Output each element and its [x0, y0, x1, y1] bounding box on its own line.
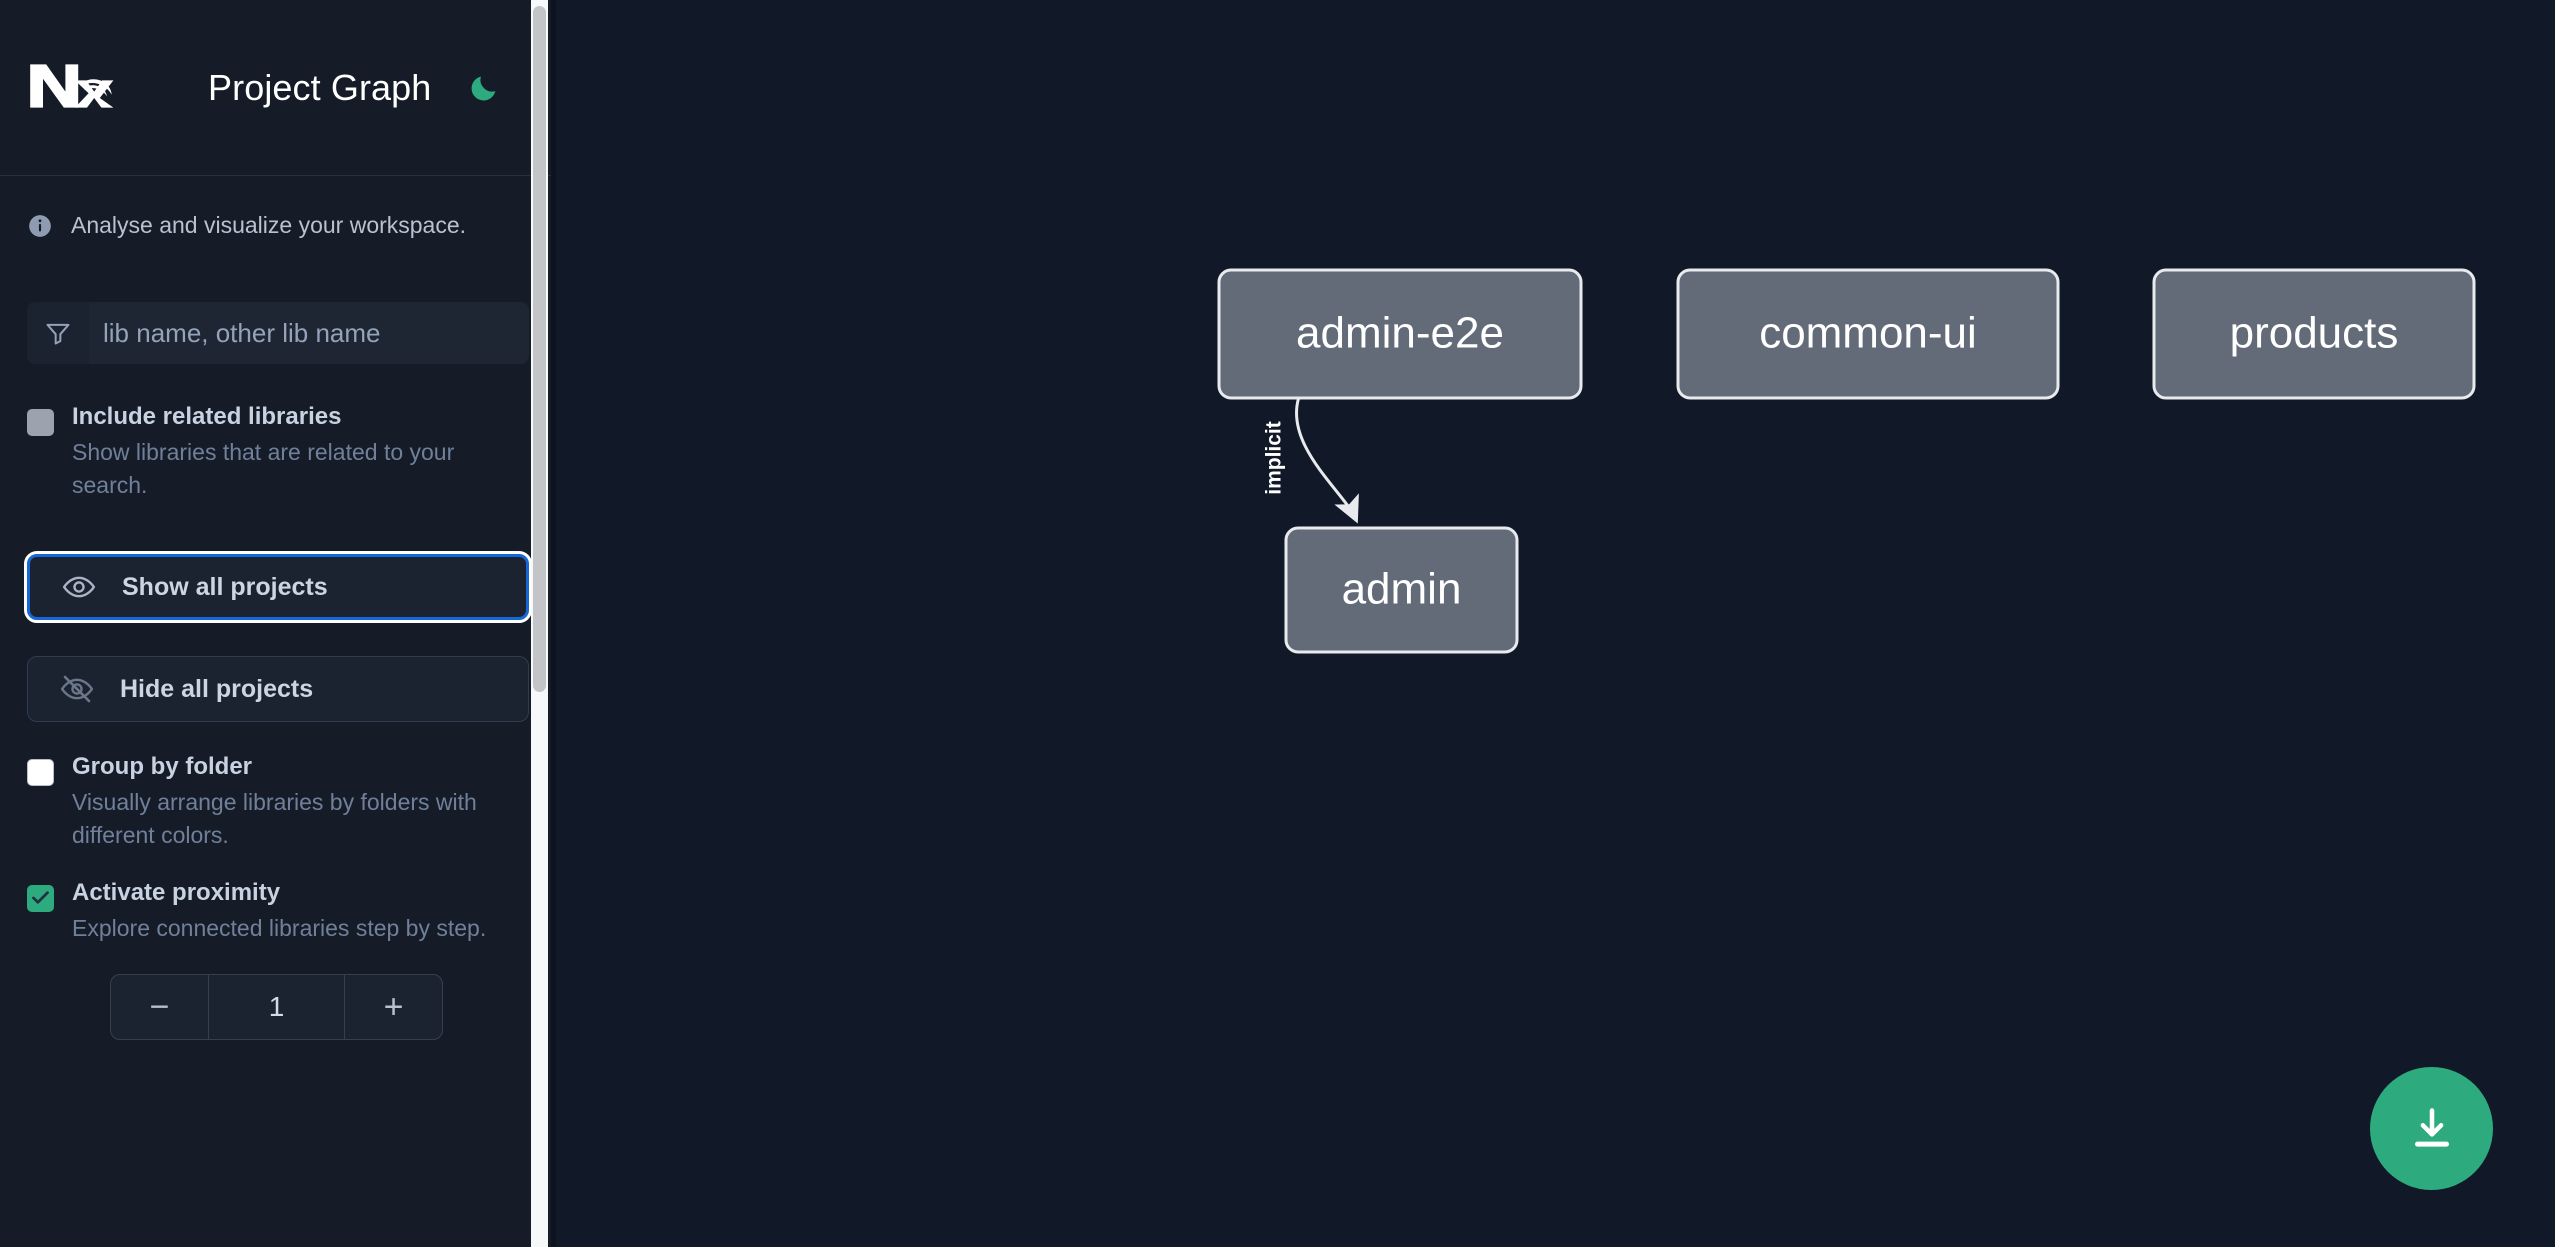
tagline-text: Analyse and visualize your workspace. [71, 212, 467, 238]
proximity-value: 1 [268, 991, 285, 1023]
nx-logo-icon [27, 58, 123, 118]
activate-proximity-checkbox[interactable] [27, 884, 54, 912]
show-all-projects-label: Show all projects [122, 572, 328, 601]
download-graph-button[interactable] [2370, 1067, 2493, 1190]
eye-icon [62, 570, 96, 604]
search-input[interactable] [89, 302, 529, 364]
graph-node[interactable]: common-ui [1676, 268, 2060, 400]
graph-canvas[interactable]: implicitimplicit admin-e2e common-ui produ… [556, 0, 2555, 1247]
option-group-by-folder[interactable]: Group by folder Visually arrange librari… [0, 752, 556, 851]
moon-icon[interactable] [465, 69, 503, 107]
graph-node-rect [2152, 268, 2476, 400]
option-label: Activate proximity [72, 878, 281, 906]
sidebar: Project Graph Analyse and visualize yo [0, 0, 556, 1247]
graph-edge-path [1295, 397, 1359, 524]
proximity-decrement-button[interactable]: − [111, 975, 209, 1040]
eye-off-icon [60, 672, 94, 706]
sidebar-scroll-area[interactable]: Project Graph Analyse and visualize yo [0, 0, 556, 1247]
option-description: Visually arrange libraries by folders wi… [72, 789, 477, 848]
option-text-group: Activate proximity Explore connected lib… [72, 878, 486, 945]
option-activate-proximity[interactable]: Activate proximity Explore connected lib… [0, 878, 556, 945]
proximity-increment-button[interactable]: + [344, 975, 442, 1040]
hide-all-projects-button[interactable]: Hide all projects [27, 656, 529, 723]
graph-node-rect [1676, 268, 2060, 400]
sidebar-scrollbar-thumb[interactable] [533, 6, 546, 692]
graph-node-rect [1217, 268, 1583, 400]
sidebar-header: Project Graph [0, 0, 556, 176]
graph-node-label: products [2230, 309, 2399, 358]
filter-input-group[interactable] [27, 302, 529, 364]
option-label: Group by folder [72, 753, 252, 781]
project-graph-svg[interactable]: implicitimplicit admin-e2e common-ui produ… [556, 0, 2555, 1247]
workspace-tagline: Analyse and visualize your workspace. [0, 176, 556, 239]
download-icon [2414, 1107, 2449, 1147]
graph-node-rect [1284, 526, 1519, 654]
option-label: Include related libraries [72, 403, 342, 430]
graph-edges-layer: implicitimplicit [1263, 397, 1359, 524]
graph-node-label: admin-e2e [1296, 309, 1504, 358]
option-description: Show libraries that are related to your … [72, 439, 455, 498]
proximity-stepper[interactable]: − 1 + [110, 974, 443, 1041]
funnel-icon [27, 302, 89, 364]
graph-edge-label: implicit [1263, 421, 1286, 495]
sidebar-scrollbar[interactable] [531, 0, 548, 1247]
graph-nodes-layer: admin-e2ecommon-uiproductsstore-e2eadmin… [1217, 268, 2476, 654]
include-related-libraries-checkbox[interactable] [27, 409, 54, 436]
graph-edge[interactable]: implicit [1263, 397, 1359, 524]
show-all-projects-button[interactable]: Show all projects [24, 551, 532, 624]
page-title: Project Graph [208, 66, 432, 108]
hide-all-projects-label: Hide all projects [120, 674, 314, 703]
graph-node[interactable]: admin [1284, 526, 1519, 654]
graph-node[interactable]: products [2152, 268, 2476, 400]
option-text-group: Include related libraries Show libraries… [72, 402, 512, 501]
option-include-related-libraries[interactable]: Include related libraries Show libraries… [0, 402, 556, 501]
option-text-group: Group by folder Visually arrange librari… [72, 752, 512, 851]
option-description: Explore connected libraries step by step… [72, 914, 487, 941]
graph-node-label: common-ui [1759, 309, 1977, 358]
sidebar-divider [551, 0, 556, 1247]
graph-node[interactable]: admin-e2e [1217, 268, 1583, 400]
graph-node-label: admin [1342, 565, 1462, 614]
info-icon [27, 213, 53, 239]
group-by-folder-checkbox[interactable] [27, 759, 54, 787]
